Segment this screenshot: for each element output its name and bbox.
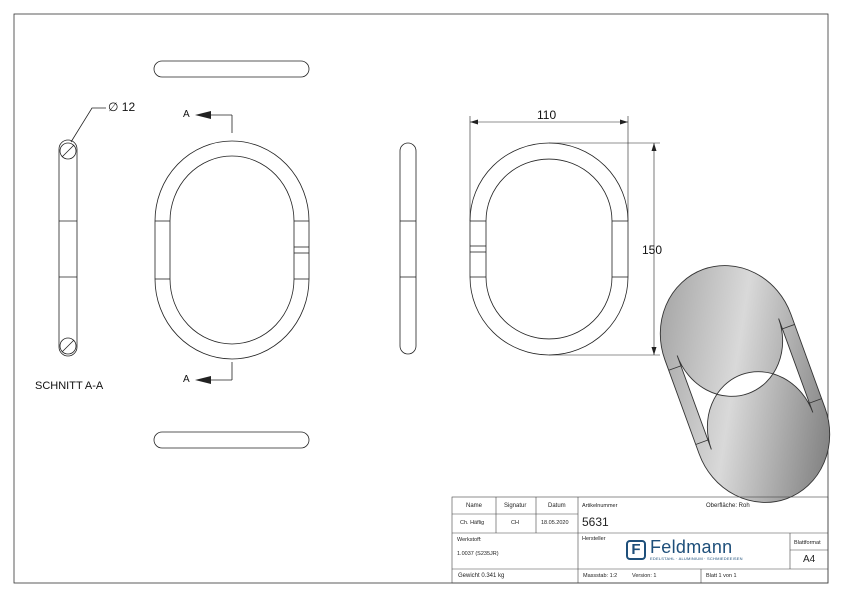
top-view-bar xyxy=(153,60,310,78)
drawer-signature: CH xyxy=(511,520,519,526)
sheet-number: Blatt 1 von 1 xyxy=(706,573,737,579)
feldmann-logo-mark: F xyxy=(626,539,646,560)
section-title: SCHNITT A-A xyxy=(35,380,104,392)
article-number: 5631 xyxy=(582,515,609,529)
surface-finish: Oberfläche: Roh xyxy=(706,503,750,509)
scale: Massstab: 1:2 xyxy=(583,573,618,579)
date-header: Datum xyxy=(548,503,566,509)
front-view-right xyxy=(469,142,629,356)
section-view xyxy=(58,139,78,357)
dimension-height: 150 xyxy=(642,243,663,257)
side-view xyxy=(399,142,417,355)
feldmann-logo-name: Feldmann xyxy=(650,537,733,557)
diameter-leader xyxy=(70,107,106,143)
material-value: 1.0037 (S235JR) xyxy=(457,551,499,557)
title-block xyxy=(451,496,829,584)
section-marker-bottom: A xyxy=(183,374,190,385)
section-marker-top: A xyxy=(183,109,190,120)
isometric-view xyxy=(659,265,831,503)
weight: Gewicht 0.341 kg xyxy=(458,573,505,579)
sheet-border xyxy=(13,13,829,584)
bottom-view-bar xyxy=(153,431,310,449)
drawing-date: 18.05.2020 xyxy=(541,520,569,526)
version: Version: 1 xyxy=(632,573,657,579)
format-label: Blattformat xyxy=(794,540,821,546)
sheet-format: A4 xyxy=(803,554,816,565)
signature-header: Signatur xyxy=(504,503,527,509)
height-dimension xyxy=(549,142,660,356)
drawer-name: Ch. Häflig xyxy=(460,520,485,526)
manufacturer-label: Hersteller xyxy=(582,536,606,542)
material-label: Werkstoff: xyxy=(457,537,482,543)
feldmann-logo: F Feldmann EDELSTAHL · ALUMINIUM · SCHMI… xyxy=(626,538,743,561)
article-number-label: Artikelnummer xyxy=(582,503,618,509)
diameter-label: ∅ 12 xyxy=(108,100,136,114)
name-header: Name xyxy=(466,503,483,509)
feldmann-logo-tagline: EDELSTAHL · ALUMINIUM · SCHMIEDEEISEN xyxy=(650,556,743,561)
dimension-width: 110 xyxy=(537,108,557,122)
front-view-left xyxy=(154,140,310,360)
width-dimension xyxy=(469,116,629,221)
